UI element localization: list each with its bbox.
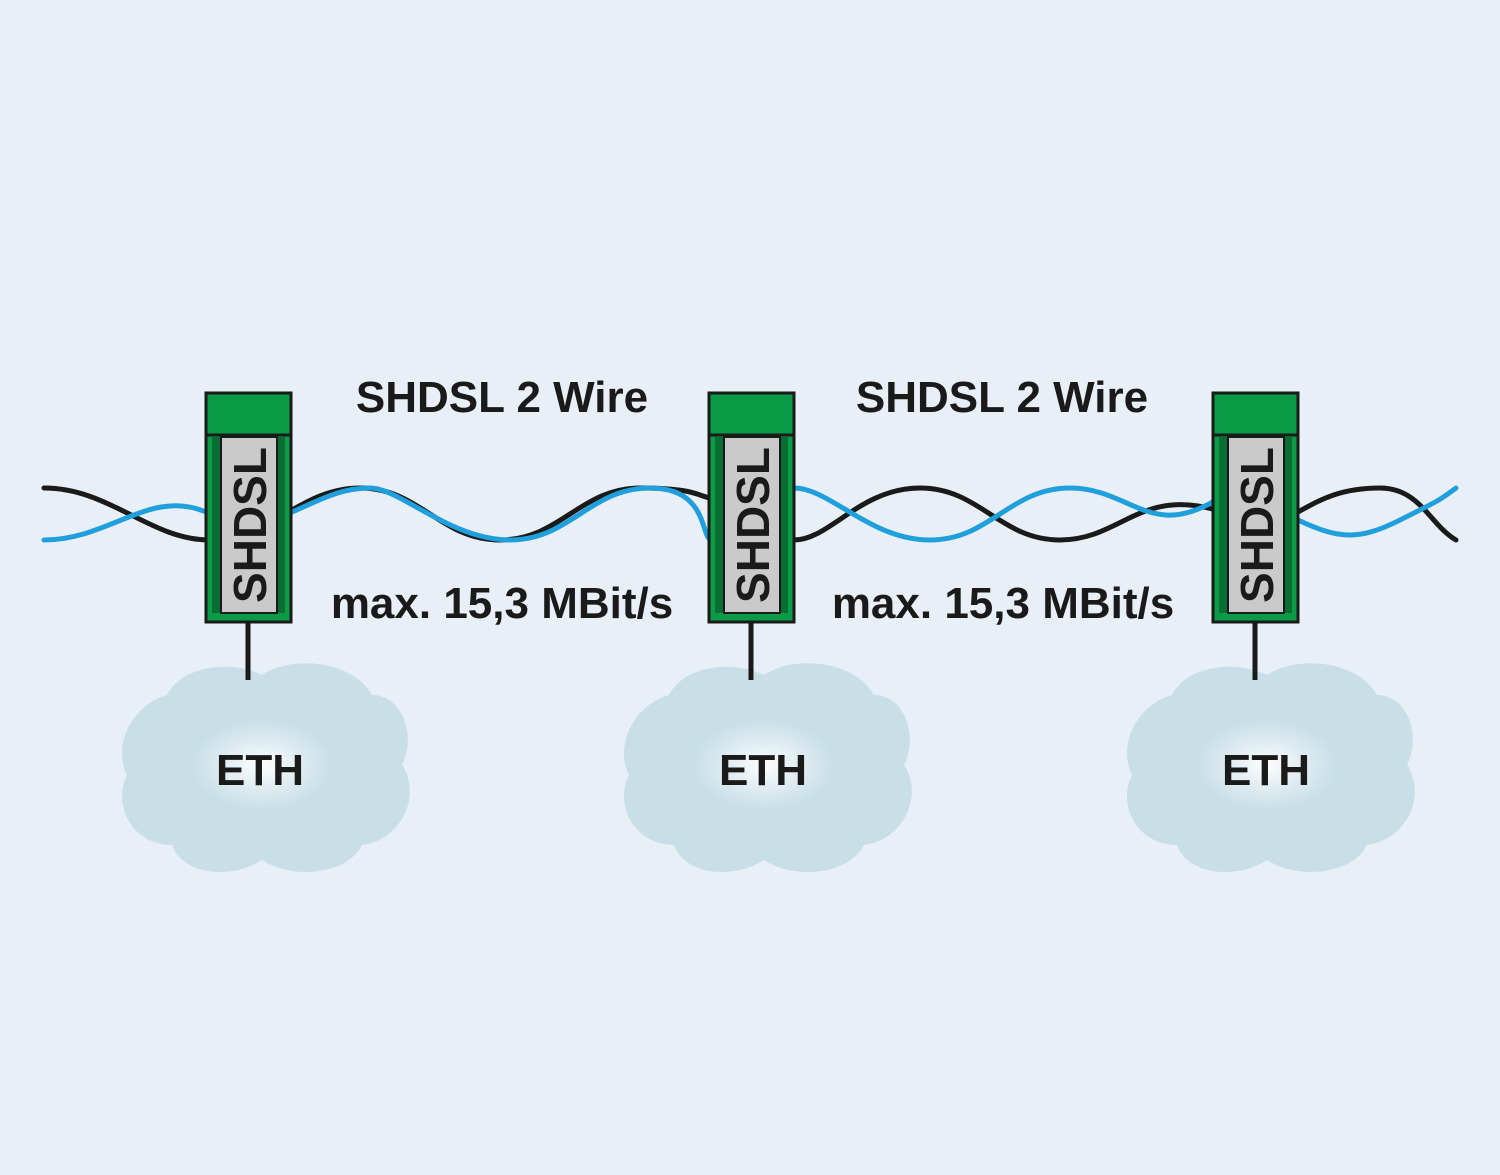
eth-cloud-1	[121, 663, 410, 872]
wire-blue	[41, 485, 1459, 543]
shdsl-device-3: SHDSL	[1211, 391, 1300, 624]
eth-label-2: ETH	[719, 746, 807, 795]
segment-1-speed: max. 15,3 MBit/s	[331, 579, 673, 628]
eth-label-3: ETH	[1222, 746, 1310, 795]
device-label-1: SHDSL	[224, 447, 276, 603]
eth-cloud-3	[1126, 663, 1415, 872]
eth-label-1: ETH	[216, 746, 304, 795]
shdsl-device-1: SHDSL	[204, 391, 293, 624]
segment-2-speed: max. 15,3 MBit/s	[832, 579, 1174, 628]
shdsl-device-2: SHDSL	[707, 391, 796, 624]
eth-cloud-2	[623, 663, 912, 872]
device-label-2: SHDSL	[727, 447, 779, 603]
twisted-pair-cable	[41, 485, 1459, 543]
device-label-3: SHDSL	[1231, 447, 1283, 603]
segment-2-title: SHDSL 2 Wire	[856, 373, 1148, 422]
segment-1-title: SHDSL 2 Wire	[356, 373, 648, 422]
device-to-cloud-connectors	[245, 622, 1258, 680]
